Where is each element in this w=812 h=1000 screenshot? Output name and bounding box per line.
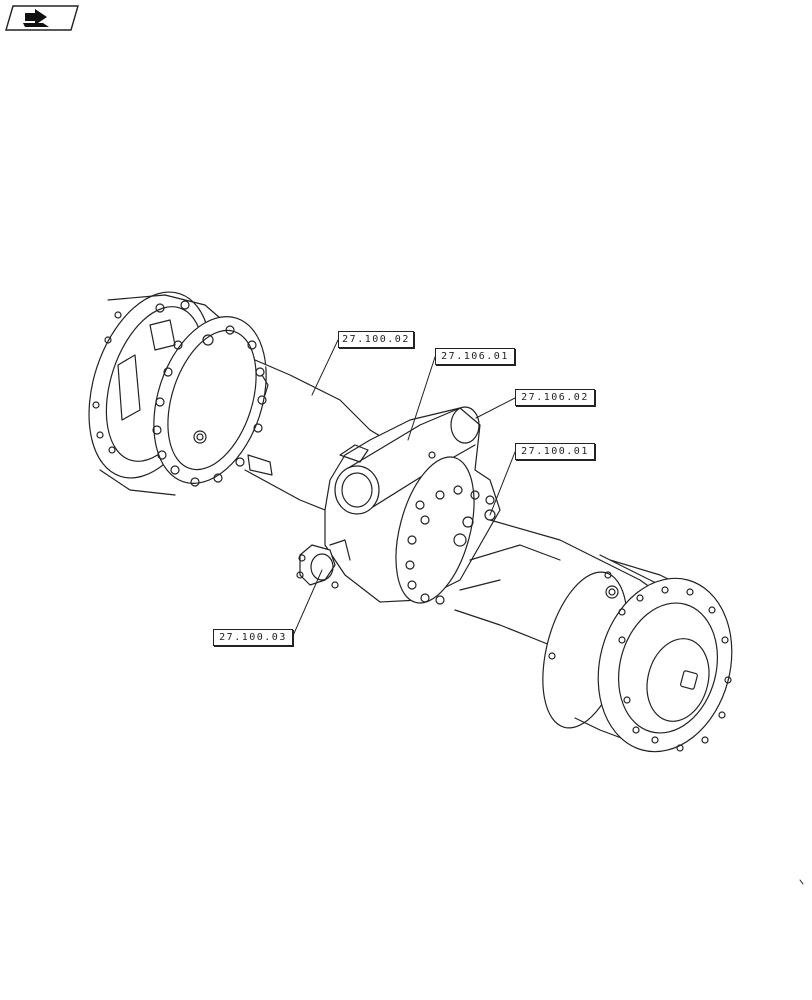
- callout-27-106-01[interactable]: 27.106.01: [435, 348, 515, 365]
- callout-label: 27.106.01: [441, 351, 509, 362]
- forward-page-icon[interactable]: [5, 5, 79, 31]
- callout-label: 27.106.02: [521, 392, 589, 403]
- callout-27-106-02[interactable]: 27.106.02: [515, 389, 595, 406]
- left-wheel-hub: [88, 291, 267, 496]
- callout-leaders: [291, 339, 516, 639]
- differential-housing: [296, 406, 501, 605]
- callout-label: 27.100.03: [219, 632, 287, 643]
- callout-27-100-01[interactable]: 27.100.01: [515, 443, 595, 460]
- callout-label: 27.100.02: [342, 334, 410, 345]
- callout-27-100-02[interactable]: 27.100.02: [338, 331, 414, 348]
- callout-label: 27.100.01: [521, 446, 589, 457]
- right-wheel-hub: [542, 554, 733, 753]
- right-axle-tube: [454, 519, 601, 646]
- callout-27-100-03[interactable]: 27.100.03: [213, 629, 293, 646]
- left-axle-tube: [244, 359, 396, 511]
